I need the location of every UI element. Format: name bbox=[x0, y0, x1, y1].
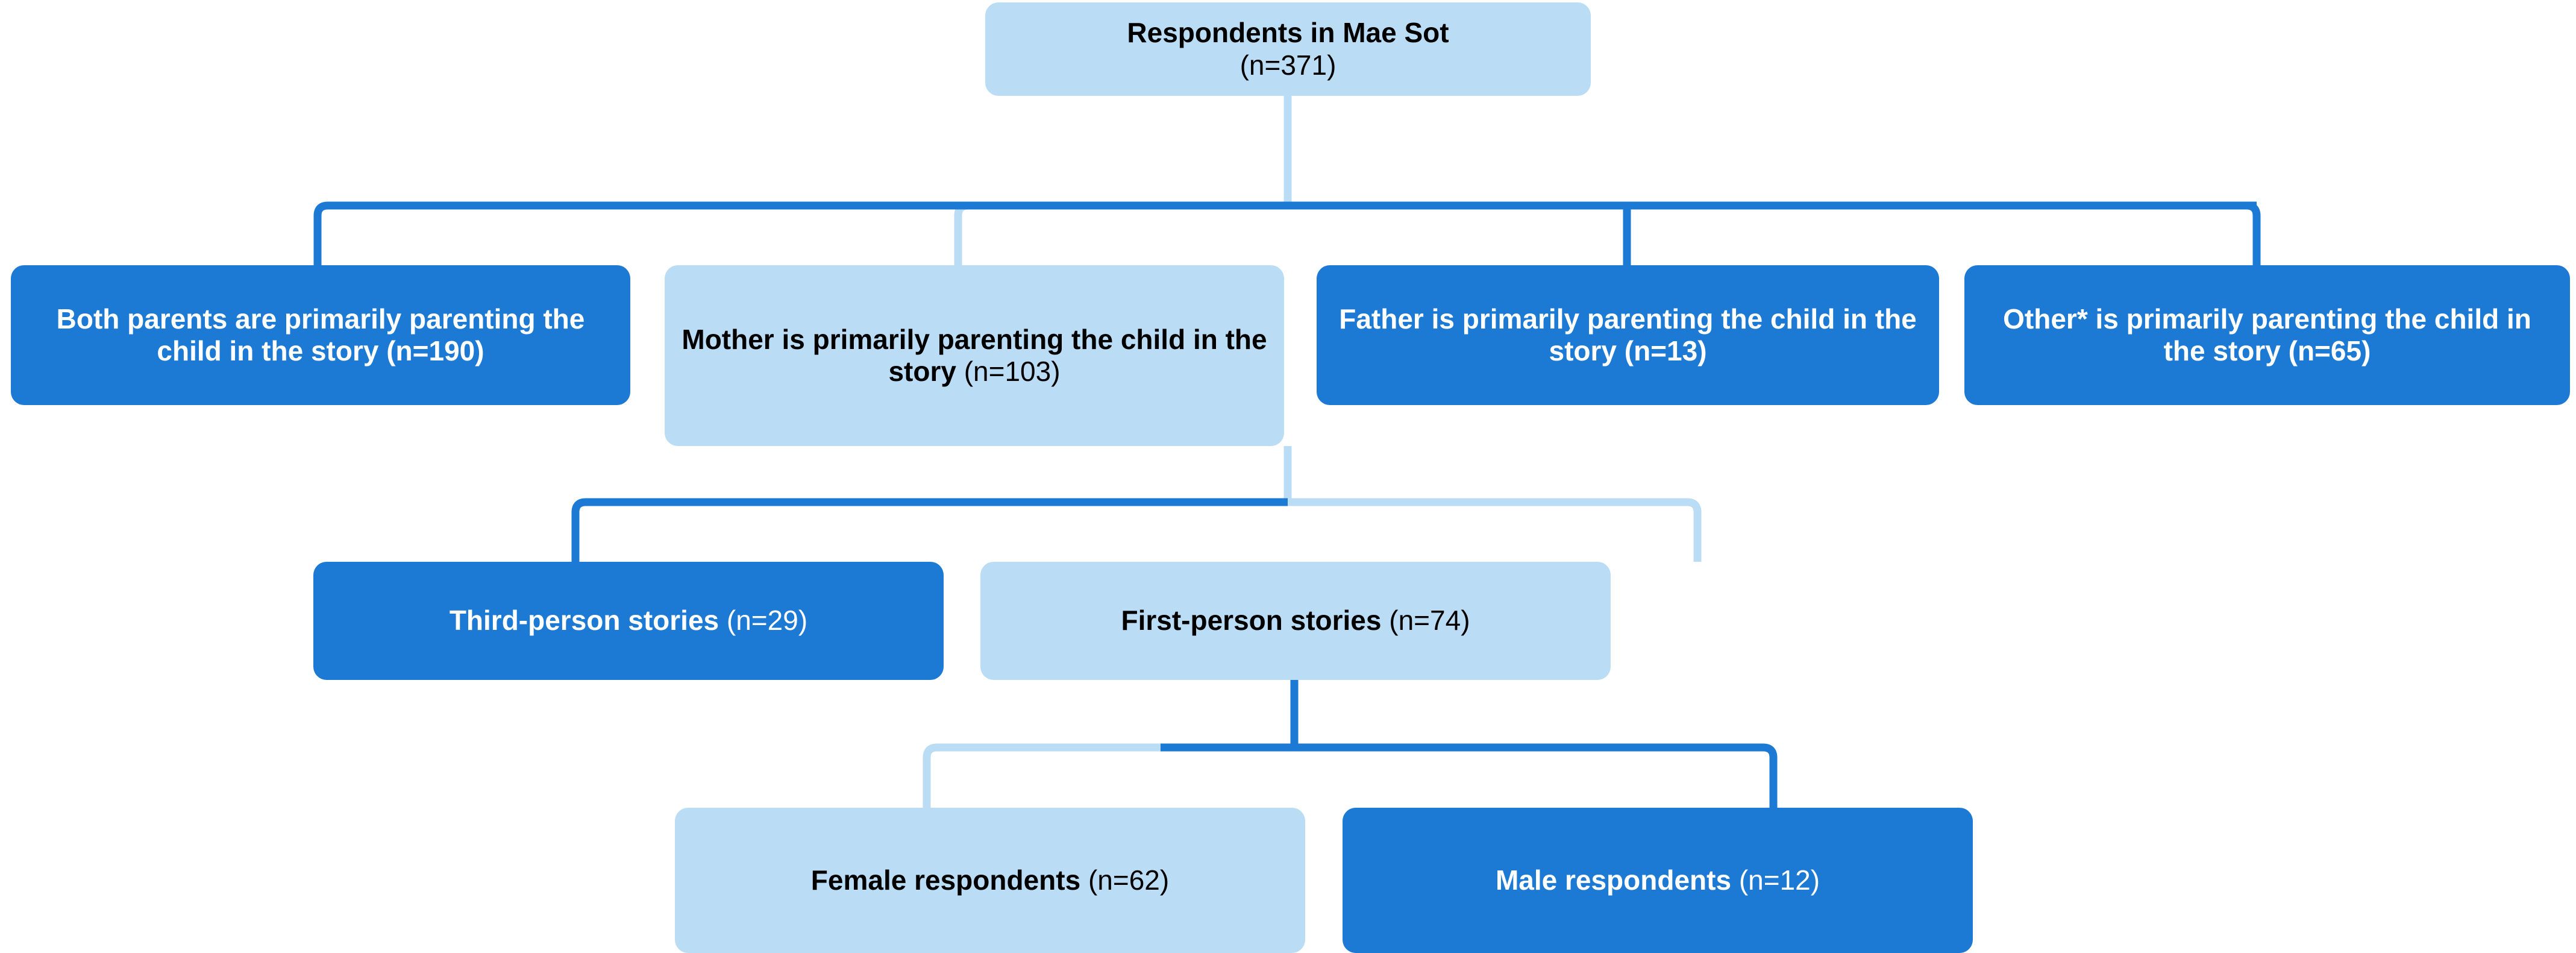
node-third-person-text: Third-person stories (n=29) bbox=[329, 605, 928, 637]
node-root-label: Respondents in Mae Sot bbox=[1127, 17, 1449, 49]
node-root[interactable]: Respondents in Mae Sot(n=371) bbox=[985, 2, 1591, 96]
node-other-count: (n=65) bbox=[2288, 335, 2371, 366]
node-first-person-text: First-person stories (n=74) bbox=[996, 605, 1595, 637]
edge-bus-row4-dark-to-male bbox=[1161, 743, 1778, 808]
node-female-label: Female respondents bbox=[810, 864, 1081, 896]
node-female[interactable]: Female respondents (n=62) bbox=[675, 808, 1305, 953]
edge-bus-row3-dark-to-third bbox=[571, 498, 1288, 562]
node-mother-count: (n=103) bbox=[964, 356, 1061, 387]
node-female-text: Female respondents (n=62) bbox=[691, 864, 1290, 896]
node-father-text: Father is primarily parenting the child … bbox=[1332, 303, 1923, 368]
node-root-count: (n=371) bbox=[1239, 49, 1337, 81]
node-father-count: (n=13) bbox=[1624, 335, 1707, 366]
node-both-parents-label: Both parents are primarily parenting the… bbox=[56, 303, 585, 366]
node-third-person[interactable]: Third-person stories (n=29) bbox=[313, 562, 944, 680]
node-father-label: Father is primarily parenting the child … bbox=[1339, 303, 1917, 366]
node-other-label: Other* is primarily parenting the child … bbox=[2003, 303, 2531, 366]
node-female-count: (n=62) bbox=[1088, 864, 1170, 896]
node-male-text: Male respondents (n=12) bbox=[1358, 864, 1957, 896]
edge-bus-row4-light-to-female bbox=[923, 743, 1294, 808]
node-mother[interactable]: Mother is primarily parenting the child … bbox=[665, 265, 1284, 446]
node-third-person-count: (n=29) bbox=[726, 605, 808, 637]
edge-bus-row3-light-to-first bbox=[1288, 498, 1702, 562]
node-first-person-label: First-person stories bbox=[1121, 605, 1382, 637]
edge-bus-row2-light bbox=[954, 201, 1288, 265]
node-mother-text: Mother is primarily parenting the child … bbox=[680, 324, 1268, 388]
node-both-parents-count: story (n=190) bbox=[310, 335, 484, 366]
node-both-parents[interactable]: Both parents are primarily parenting the… bbox=[11, 265, 630, 405]
node-male-count: (n=12) bbox=[1738, 864, 1820, 896]
node-first-person-count: (n=74) bbox=[1389, 605, 1470, 637]
node-third-person-label: Third-person stories bbox=[449, 605, 719, 637]
node-other-text: Other* is primarily parenting the child … bbox=[1980, 303, 2554, 368]
edge-bus-row2-dark bbox=[313, 201, 2261, 265]
node-mother-label: Mother is primarily parenting the child … bbox=[682, 323, 1267, 387]
node-male[interactable]: Male respondents (n=12) bbox=[1343, 808, 1973, 953]
node-root-text: Respondents in Mae Sot(n=371) bbox=[1001, 17, 1575, 81]
node-other[interactable]: Other* is primarily parenting the child … bbox=[1964, 265, 2570, 405]
node-father[interactable]: Father is primarily parenting the child … bbox=[1317, 265, 1939, 405]
node-first-person[interactable]: First-person stories (n=74) bbox=[980, 562, 1611, 680]
node-male-label: Male respondents bbox=[1495, 864, 1732, 896]
node-both-parents-text: Both parents are primarily parenting the… bbox=[27, 303, 615, 368]
